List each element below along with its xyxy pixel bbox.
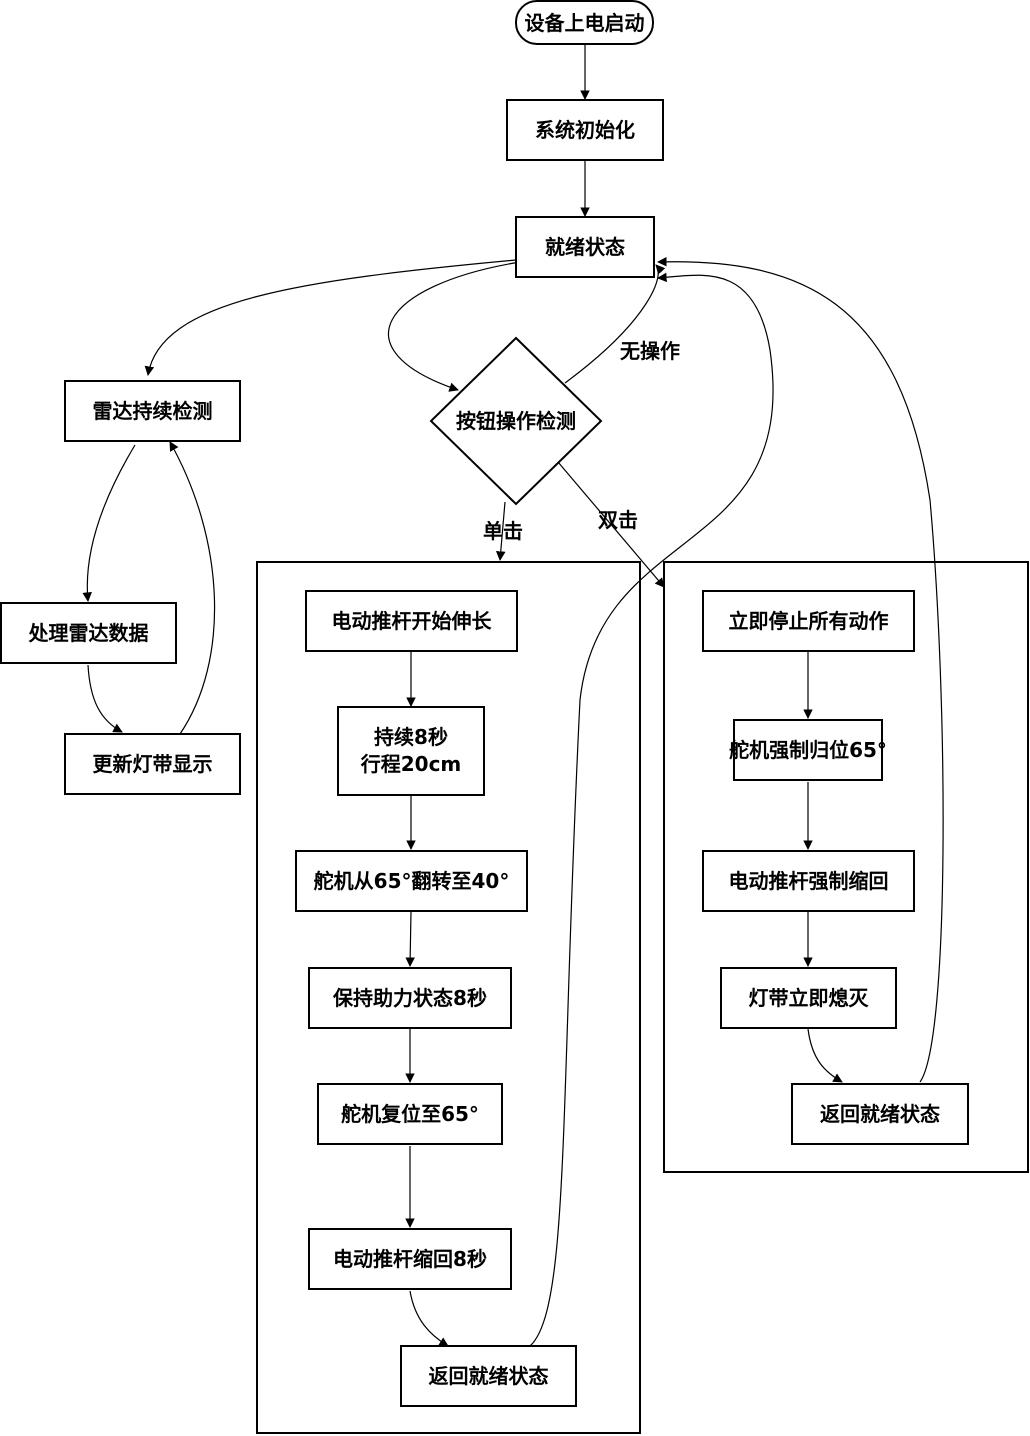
ready-label: 就绪状态	[545, 235, 625, 259]
single-click-group	[256, 561, 641, 1434]
step-led-off-box	[720, 967, 897, 1029]
step-duration-label-2: 行程20cm	[360, 752, 462, 776]
step-return-label: 返回就绪状态	[429, 1364, 549, 1388]
step-stop-all-box	[702, 590, 915, 652]
label-single-click: 单击	[483, 519, 523, 543]
edge-d5-ready	[657, 256, 944, 1083]
edge-d4-d5	[807, 1028, 843, 1083]
edge-led-radar	[169, 441, 216, 735]
step-stop-all-label: 立即停止所有动作	[729, 609, 889, 633]
step-return-ready-label: 返回就绪状态	[820, 1102, 940, 1126]
edge-s6-s7	[409, 1290, 449, 1347]
step-servo-reset-box	[317, 1083, 503, 1145]
radar-detect-label: 雷达持续检测	[93, 399, 213, 423]
label-no-op: 无操作	[620, 339, 680, 363]
step-duration-box	[337, 706, 485, 796]
step-servo-flip-label: 舵机从65°翻转至40°	[314, 869, 510, 893]
init-box	[506, 99, 664, 161]
edges	[82, 44, 944, 1347]
step-servo-force-label: 舵机强制归位65°	[729, 738, 887, 762]
edge-ready-radar	[144, 259, 517, 376]
step-force-retract-box	[702, 850, 915, 912]
double-click-group	[663, 561, 1029, 1173]
edge-button-double	[557, 461, 665, 588]
step-hold-box	[308, 967, 512, 1029]
step-return-box	[400, 1345, 577, 1407]
led-update-box	[64, 733, 241, 795]
button-detect-label: 按钮操作检测	[456, 409, 576, 433]
button-detect-diamond	[429, 336, 603, 506]
edge-s7-ready	[529, 272, 774, 1347]
edge-radar-process	[82, 444, 136, 602]
init-label: 系统初始化	[535, 118, 635, 142]
step-retract-box	[308, 1228, 512, 1290]
step-servo-flip-box	[295, 850, 528, 912]
step-duration-label-1: 持续8秒	[374, 725, 448, 749]
edge-s3-s4	[405, 911, 415, 967]
step-led-off-label: 灯带立即熄灭	[749, 986, 870, 1010]
step-extend-label: 电动推杆开始伸长	[332, 609, 493, 633]
step-return-ready-box	[791, 1083, 969, 1145]
step-force-retract-label: 电动推杆强制缩回	[729, 869, 889, 893]
step-servo-reset-label: 舵机复位至65°	[341, 1102, 479, 1126]
edge-ready-button	[388, 261, 521, 392]
step-retract-label: 电动推杆缩回8秒	[333, 1247, 487, 1271]
edge-process-led	[87, 664, 123, 733]
start-terminal	[515, 0, 654, 45]
step-servo-force-box	[733, 719, 883, 781]
label-double-click: 双击	[598, 508, 638, 532]
radar-process-box	[0, 602, 177, 664]
led-update-label: 更新灯带显示	[93, 752, 213, 776]
start-label: 设备上电启动	[525, 11, 645, 35]
radar-process-label: 处理雷达数据	[28, 621, 149, 645]
edge-button-ready-noop	[564, 264, 666, 384]
radar-detect-box	[64, 380, 241, 442]
step-extend-box	[305, 590, 518, 652]
ready-box	[515, 216, 655, 278]
edge-button-single	[495, 501, 506, 561]
step-hold-label: 保持助力状态8秒	[332, 986, 487, 1010]
